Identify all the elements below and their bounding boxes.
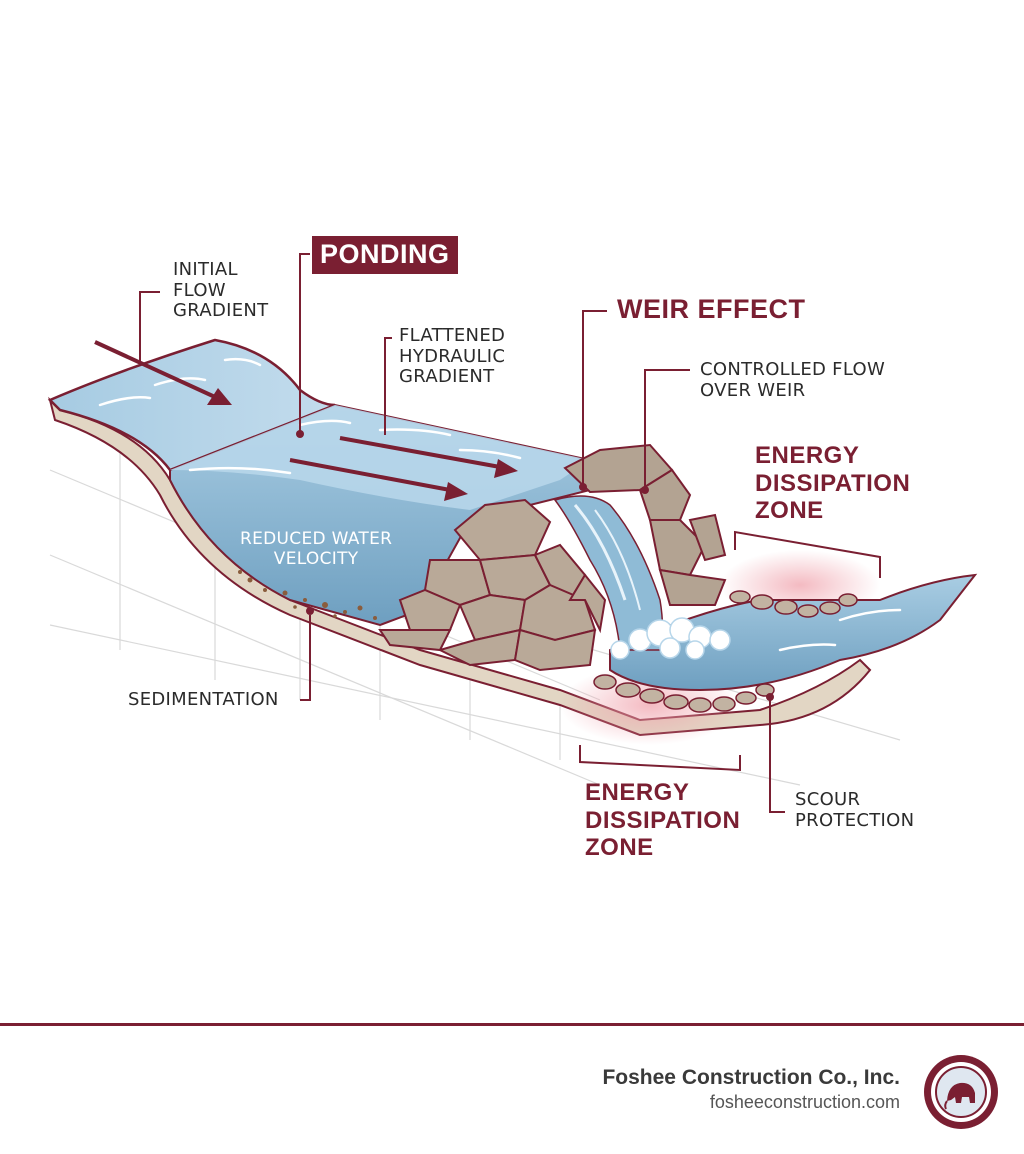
company-name: Foshee Construction Co., Inc. [602, 1066, 900, 1089]
label-weir-effect: WEIR EFFECT [617, 294, 806, 324]
label-flattened-hydraulic-gradient: FLATTENED HYDRAULIC GRADIENT [399, 325, 506, 388]
company-logo-icon [924, 1055, 998, 1129]
flow-arrows [94, 340, 518, 501]
scour-cobbles [593, 590, 858, 713]
sediment-dots [238, 570, 377, 620]
label-scour-protection: SCOUR PROTECTION [795, 789, 915, 831]
weir-rocks-front [378, 498, 607, 672]
label-sedimentation: SEDIMENTATION [128, 689, 279, 710]
label-energy-dissipation-zone-bottom: ENERGY DISSIPATION ZONE [585, 779, 741, 862]
label-reduced-water-velocity: REDUCED WATER VELOCITY [240, 529, 393, 569]
check-dam-diagram [47, 253, 978, 813]
label-initial-flow-gradient: INITIAL FLOW GRADIENT [173, 259, 269, 322]
water-ripples [98, 357, 902, 652]
label-controlled-flow-over-weir: CONTROLLED FLOW OVER WEIR [700, 359, 886, 401]
label-energy-dissipation-zone-top: ENERGY DISSIPATION ZONE [755, 442, 911, 525]
footer-divider [0, 1023, 1024, 1026]
foam [610, 617, 731, 660]
company-website[interactable]: fosheeconstruction.com [709, 1092, 900, 1112]
ponding-surface [170, 405, 590, 510]
label-ponding: PONDING [312, 236, 458, 275]
leader-lines [139, 253, 881, 813]
